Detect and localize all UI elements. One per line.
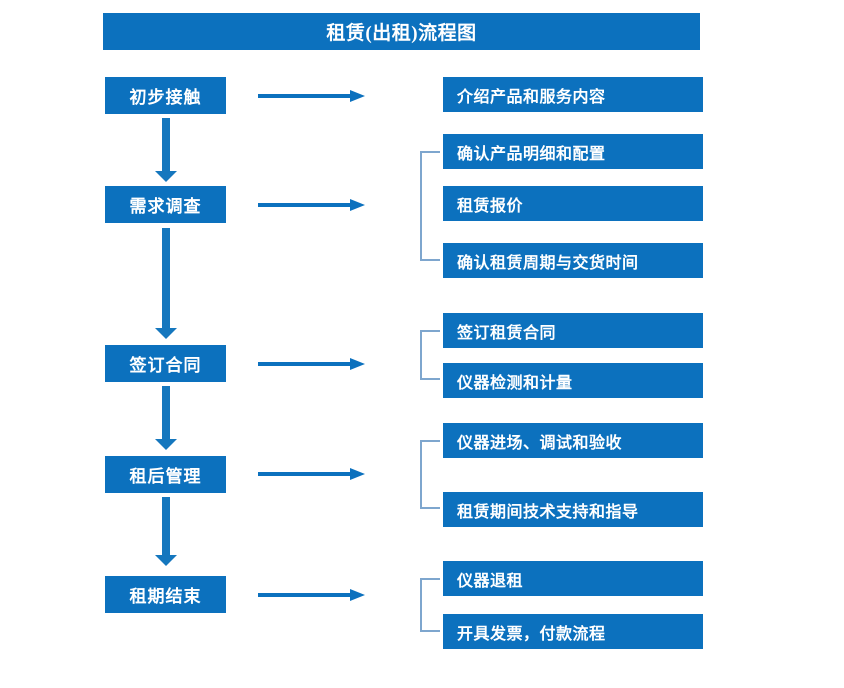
arrow-head-right-icon	[350, 358, 365, 370]
h-arrow-initial-contact	[258, 88, 366, 104]
arrow-shaft	[162, 118, 170, 171]
arrow-head-right-icon	[350, 199, 365, 211]
h-arrow-post-rental	[258, 466, 366, 482]
v-arrow-4	[155, 497, 177, 566]
bracket-post-rental	[420, 440, 440, 509]
detail-box[interactable]: 仪器检测和计量	[443, 363, 703, 398]
arrow-head-right-icon	[350, 589, 365, 601]
h-arrow-requirement-survey	[258, 197, 366, 213]
detail-box[interactable]: 介绍产品和服务内容	[443, 77, 703, 112]
arrow-shaft	[258, 472, 351, 476]
stage-box[interactable]: 租期结束	[105, 576, 226, 613]
detail-box[interactable]: 仪器进场、调试和验收	[443, 423, 703, 458]
arrow-shaft	[162, 497, 170, 555]
arrow-head-down-icon	[155, 171, 177, 182]
stage-box[interactable]: 租后管理	[105, 456, 226, 493]
arrow-head-right-icon	[350, 468, 365, 480]
arrow-shaft	[162, 228, 170, 328]
stage-box[interactable]: 签订合同	[105, 345, 226, 382]
detail-box[interactable]: 确认租赁周期与交货时间	[443, 243, 703, 278]
detail-box[interactable]: 仪器退租	[443, 561, 703, 596]
bracket-requirements	[420, 151, 440, 261]
v-arrow-2	[155, 228, 177, 339]
bracket-end-of-lease	[420, 578, 440, 632]
h-arrow-sign-contract	[258, 356, 366, 372]
arrow-shaft	[162, 386, 170, 439]
arrow-head-down-icon	[155, 439, 177, 450]
v-arrow-3	[155, 386, 177, 450]
detail-box[interactable]: 确认产品明细和配置	[443, 134, 703, 169]
detail-box[interactable]: 租赁期间技术支持和指导	[443, 492, 703, 527]
arrow-shaft	[258, 203, 351, 207]
v-arrow-1	[155, 118, 177, 182]
detail-box[interactable]: 租赁报价	[443, 186, 703, 221]
arrow-head-down-icon	[155, 555, 177, 566]
arrow-shaft	[258, 94, 351, 98]
bracket-contract	[420, 330, 440, 380]
arrow-shaft	[258, 362, 351, 366]
detail-box[interactable]: 开具发票，付款流程	[443, 614, 703, 649]
arrow-head-right-icon	[350, 90, 365, 102]
arrow-head-down-icon	[155, 328, 177, 339]
detail-box[interactable]: 签订租赁合同	[443, 313, 703, 348]
h-arrow-end-of-lease	[258, 587, 366, 603]
page-title: 租赁(出租)流程图	[103, 13, 700, 50]
stage-box[interactable]: 初步接触	[105, 77, 226, 114]
arrow-shaft	[258, 593, 351, 597]
stage-box[interactable]: 需求调查	[105, 186, 226, 223]
